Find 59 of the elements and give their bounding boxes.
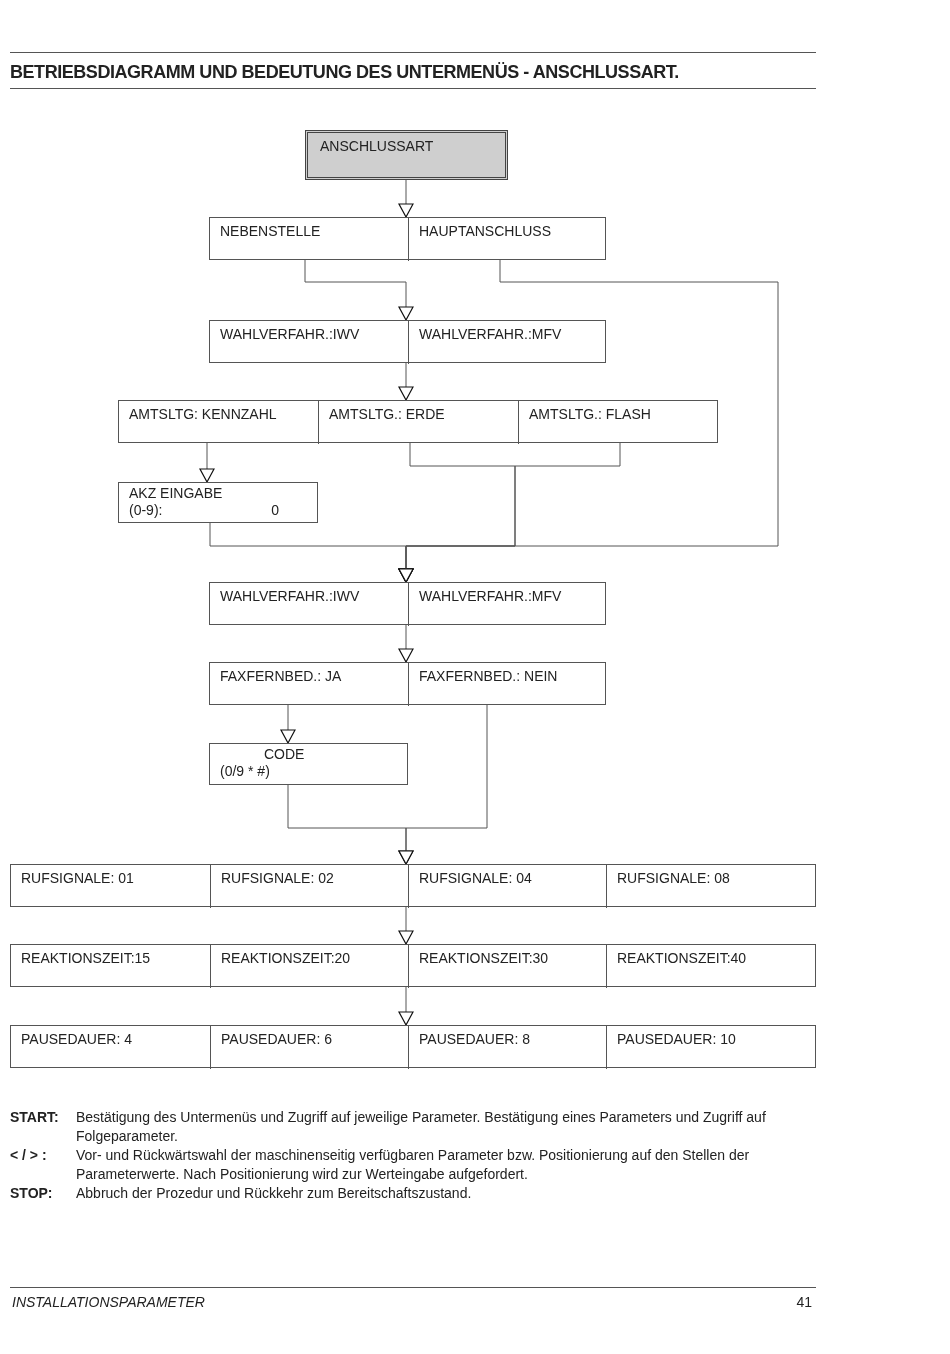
option-label: REAKTIONSZEIT:30	[419, 949, 550, 967]
flow-arrow	[280, 704, 296, 744]
option-label: AMTSLTG.: ERDE	[329, 405, 446, 423]
option-label: WAHLVERFAHR.:IWV	[220, 587, 361, 605]
page-title: BETRIEBSDIAGRAMM UND BEDEUTUNG DES UNTERMENÜS - ANSCHLUSSART.	[10, 61, 680, 84]
default-value: 0	[271, 502, 279, 519]
option-label: PAUSEDAUER: 10	[617, 1030, 737, 1048]
option-label: WAHLVERFAHR.:MFV	[419, 587, 563, 605]
page-number: 41	[796, 1293, 812, 1312]
option-label: RUFSIGNALE: 08	[617, 869, 731, 887]
input-box	[118, 482, 318, 523]
option-label: HAUPTANSCHLUSS	[419, 222, 552, 240]
key-description: Abbruch der Prozedur und Rückkehr zum Bereitschaftszustand.	[76, 1184, 473, 1203]
key-name: < / > :	[10, 1146, 48, 1165]
option-label: REAKTIONSZEIT:20	[221, 949, 352, 967]
option-label: PAUSEDAUER: 8	[419, 1030, 531, 1048]
option-label: WAHLVERFAHR.:MFV	[419, 325, 563, 343]
menu-row	[10, 944, 816, 987]
flow-arrow	[304, 259, 414, 321]
key-description: Bestätigung des Untermenüs und Zugriff auf jeweilige Parameter. Bestätigung eines Parameters und Zugriff auf Folgeparameter.	[76, 1108, 767, 1146]
option-label: AMTSLTG: KENNZAHL	[129, 405, 278, 423]
menu-row	[10, 1025, 816, 1068]
menu-row	[10, 864, 816, 907]
option-label: CODE	[263, 746, 306, 763]
option-label: REAKTIONSZEIT:15	[21, 949, 152, 967]
menu-title-box	[305, 130, 508, 180]
key-description: Vor- und Rückwärtswahl der maschinenseitig verfügbaren Parameter bzw. Positionierung auf den Stellen der Parameterwerte. Nach Positionierung wird zur Werteingabe aufgefordert.	[76, 1146, 751, 1184]
option-label: PAUSEDAUER: 4	[21, 1030, 133, 1048]
footer-section: INSTALLATIONSPARAMETER	[12, 1292, 205, 1313]
flow-arrow	[398, 906, 414, 945]
flow-arrow	[398, 986, 414, 1026]
key-name: STOP:	[10, 1184, 54, 1203]
option-label: ANSCHLUSSART	[320, 137, 435, 155]
menu-row	[209, 320, 606, 363]
flow-arrow	[398, 362, 414, 401]
option-label: WAHLVERFAHR.:IWV	[220, 325, 361, 343]
flow-arrow	[199, 442, 215, 483]
option-label: RUFSIGNALE: 01	[21, 869, 135, 887]
option-label: REAKTIONSZEIT:40	[617, 949, 748, 967]
value-range: (0-9):	[129, 502, 163, 519]
option-label: RUFSIGNALE: 02	[221, 869, 335, 887]
flow-arrow	[398, 624, 414, 663]
flow-arrow	[398, 179, 414, 218]
option-label: PAUSEDAUER: 6	[221, 1030, 333, 1048]
menu-row	[209, 662, 606, 705]
menu-row	[118, 400, 718, 443]
flow-arrow	[287, 784, 414, 865]
option-label: NEBENSTELLE	[220, 222, 322, 240]
value-format: (0/9 * #)	[220, 763, 271, 780]
option-label: FAXFERNBED.: NEIN	[419, 667, 559, 685]
option-label: FAXFERNBED.: JA	[220, 667, 343, 685]
menu-row	[209, 217, 606, 260]
key-name: START:	[10, 1108, 60, 1127]
flow-arrow	[209, 522, 414, 583]
option-label: AMTSLTG.: FLASH	[529, 405, 652, 423]
input-box	[209, 743, 408, 785]
option-label: RUFSIGNALE: 04	[419, 869, 533, 887]
menu-row	[209, 582, 606, 625]
option-label: AKZ EINGABE	[129, 485, 224, 502]
